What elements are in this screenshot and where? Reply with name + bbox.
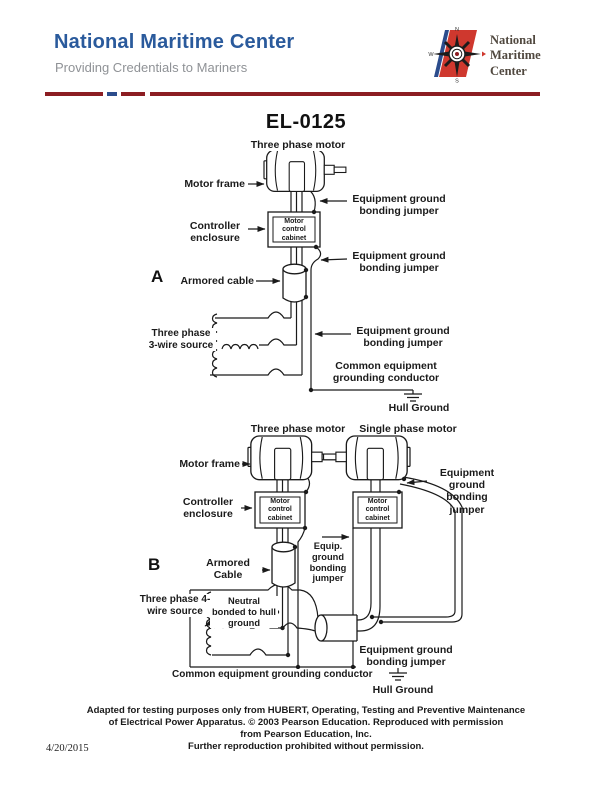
- label-a-common-conductor: Common equipment grounding conductor: [318, 360, 454, 385]
- label-a-motor-frame: Motor frame: [184, 178, 245, 191]
- label-b-equip-gbj: Equip. ground bonding jumper: [305, 541, 351, 585]
- footer-attribution-line-3: from Pearson Education, Inc.: [240, 729, 372, 740]
- label-a-motor-control-cabinet: Motor control cabinet: [281, 218, 307, 242]
- label-b-single-phase-motor: Single phase motor: [352, 423, 464, 436]
- footer-date: 4/20/2015: [46, 743, 89, 754]
- compass-n-label: N: [455, 27, 459, 33]
- divider-segment-blue: [107, 92, 117, 96]
- figure-b-horizontal-cable: [314, 614, 358, 642]
- label-b-controller-enclosure: Controller enclosure: [177, 496, 239, 521]
- label-a-controller-enclosure: Controller enclosure: [184, 220, 246, 245]
- compass-rose-icon: N W S: [428, 27, 486, 85]
- logo-line-3: Center: [490, 63, 527, 78]
- footer-attribution-line-2: of Electrical Power Apparatus. © 2003 Pe…: [108, 717, 504, 728]
- label-b-cabinet-left: Motor control cabinet: [267, 498, 293, 522]
- doc-heading: EL-0125: [265, 111, 347, 133]
- label-a-source: Three phase 3-wire source: [146, 328, 216, 352]
- page-title: National Maritime Center: [54, 31, 295, 53]
- figure-b-cabinet-left: [254, 491, 306, 529]
- footer-attribution-line-1: Adapted for testing purposes only from H…: [86, 705, 526, 716]
- label-a-hull-ground: Hull Ground: [384, 402, 454, 415]
- divider-segment: [121, 92, 145, 96]
- label-b-armored-cable: Armored Cable: [196, 557, 260, 582]
- figure-b-armored-cable: [271, 541, 296, 588]
- nmc-logo: N W S National Maritime Center: [428, 25, 588, 87]
- label-b-cabinet-right: Motor control cabinet: [365, 498, 390, 522]
- compass-w-label: W: [428, 52, 434, 58]
- figure-b-junctions: [274, 476, 407, 670]
- footer-reproduction-notice: Further reproduction prohibited without …: [188, 741, 424, 752]
- label-b-three-phase-motor: Three phase motor: [240, 423, 356, 436]
- label-a-three-phase-motor: Three phase motor: [240, 139, 356, 152]
- compass-s-label: S: [455, 79, 459, 84]
- figure-a-armored-cable: [282, 263, 307, 303]
- section-label-a: A: [151, 267, 164, 287]
- figure-b-cabinet-right: [352, 491, 403, 529]
- logo-line-1: National: [490, 33, 536, 47]
- label-b-hull-ground: Hull Ground: [368, 684, 438, 697]
- figure-a-junctions: [303, 209, 319, 393]
- three-phase-motor-b: [247, 435, 336, 481]
- logo-wordmark: National Maritime Center: [490, 33, 541, 79]
- label-a-egbj-upper: Equipment ground bonding jumper: [349, 193, 449, 218]
- figure-a-cabinet: [267, 211, 321, 248]
- label-b-common-conductor: Common equipment grounding conductor: [172, 669, 373, 681]
- label-a-egbj-mid: Equipment ground bonding jumper: [349, 250, 449, 275]
- label-b-source: Three phase 4-wire source: [138, 594, 212, 618]
- label-b-neutral-bonded: Neutral bonded to hull ground: [210, 596, 278, 629]
- page-tagline: Providing Credentials to Mariners: [55, 60, 248, 75]
- logo-line-2: Maritime: [490, 48, 541, 63]
- label-a-armored-cable: Armored cable: [180, 275, 254, 288]
- single-phase-motor-b: [322, 435, 411, 481]
- label-b-motor-frame: Motor frame: [179, 458, 240, 471]
- figure-a-arrows: [248, 181, 351, 337]
- three-phase-motor-a: [263, 149, 347, 193]
- divider-segment: [150, 92, 540, 96]
- section-label-b: B: [148, 555, 161, 575]
- label-b-egbj-bottom: Equipment ground bonding jumper: [356, 644, 456, 669]
- divider-segment: [45, 92, 103, 96]
- label-b-egbj-right: Equipment ground bonding jumper: [439, 467, 495, 516]
- label-a-egbj-lower: Equipment ground bonding jumper: [353, 325, 453, 350]
